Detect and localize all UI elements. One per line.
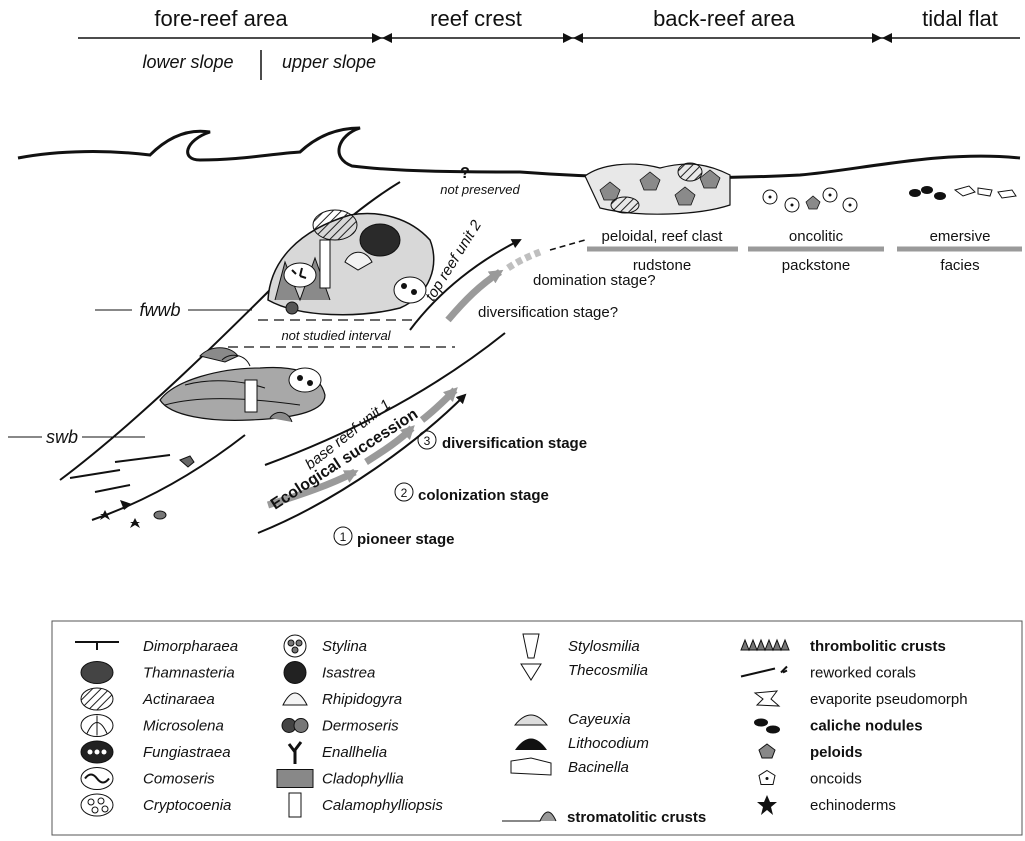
zone-tidal-flat: tidal flat: [922, 6, 998, 31]
cryptocoenia-symbol-icon: [81, 794, 113, 816]
microsolena-symbol-icon: [81, 715, 113, 737]
legend-label-actinaraea: Actinaraea: [142, 691, 215, 708]
not-studied-label: not studied interval: [281, 328, 391, 343]
legend-label-cayeuxia: Cayeuxia: [568, 711, 631, 728]
legend-item-dermoseris: Dermoseris: [282, 718, 399, 735]
legend-label-calamophylliopsis: Calamophylliopsis: [322, 797, 443, 814]
legend-label-cryptocoenia: Cryptocoenia: [143, 797, 231, 814]
legend-item-comoseris: Comoseris: [81, 768, 215, 790]
legend-item-stylina: Stylina: [284, 635, 367, 657]
zone-separator-3: [872, 33, 892, 43]
reef-base-line: [92, 435, 245, 520]
facies-2-top: oncolitic: [789, 228, 844, 245]
legend-item-cladophyllia: Cladophyllia: [277, 770, 404, 788]
legend-item-bacinella: Bacinella: [511, 758, 629, 776]
legend-label-cladophyllia: Cladophyllia: [322, 771, 404, 788]
stage-1-label: pioneer stage: [357, 531, 455, 548]
legend-item-fungiastraea: Fungiastraea: [81, 741, 231, 763]
legend-item-microsolena: Microsolena: [81, 715, 224, 737]
legend-label-peloid: peloids: [810, 744, 863, 761]
stage-2-number: 2: [401, 486, 408, 500]
fungiastraea-symbol-icon: [81, 741, 113, 763]
zone-separator-1: [372, 33, 392, 43]
actinaraea-symbol-icon: [81, 688, 113, 710]
not-preserved-label: not preserved: [440, 182, 520, 197]
zone-lower-slope: lower slope: [142, 52, 233, 72]
zone-separator-2: [563, 33, 583, 43]
diversification-stage-q-label: diversification stage?: [478, 304, 618, 321]
legend-label-fungiastraea: Fungiastraea: [143, 744, 231, 761]
not-studied-interval: not studied interval: [228, 320, 455, 347]
back-reef-rubble: [585, 163, 730, 214]
legend-item-thamnasteria: Thamnasteria: [81, 662, 235, 684]
domination-stage-label: domination stage?: [533, 272, 656, 289]
legend-label-thecosmilia: Thecosmilia: [568, 662, 648, 679]
legend-label-microsolena: Microsolena: [143, 718, 224, 735]
fwwb-label: fwwb: [139, 300, 180, 320]
zone-header: fore-reef area lower slope upper slope r…: [78, 6, 1020, 80]
facies-columns: peloidal, reef clast rudstone oncolitic …: [587, 228, 1022, 274]
legend-label-reworked: reworked corals: [810, 665, 916, 682]
legend-label-stylosmilia: Stylosmilia: [568, 638, 640, 655]
thamnasteria-symbol-icon: [81, 662, 113, 684]
legend-label-stylina: Stylina: [322, 638, 367, 655]
legend-label-echinoderm: echinoderms: [810, 797, 896, 814]
stylina-symbol-icon: [284, 635, 306, 657]
legend: DimorpharaeaThamnasteriaActinaraeaMicros…: [52, 621, 1022, 835]
stage-3-number: 3: [424, 434, 431, 448]
facies-3-top: emersive: [930, 228, 991, 245]
calamophylliopsis-symbol-icon: [289, 793, 301, 817]
legend-label-dermoseris: Dermoseris: [322, 718, 399, 735]
legend-label-dimorpharaea: Dimorpharaea: [143, 638, 238, 655]
legend-item-isastrea: Isastrea: [284, 662, 375, 684]
sea-surface-wave: [18, 128, 1020, 178]
slope-debris: [70, 455, 194, 528]
facies-1-top: peloidal, reef clast: [602, 228, 724, 245]
legend-label-bacinella: Bacinella: [568, 759, 629, 776]
reef-unit-2-body: [268, 210, 434, 315]
legend-label-lithocodium: Lithocodium: [568, 735, 649, 752]
facies-3-bottom: facies: [940, 257, 979, 274]
legend-item-actinaraea: Actinaraea: [81, 688, 215, 710]
legend-label-oncoid: oncoids: [810, 771, 862, 788]
emersive-field: [909, 186, 1016, 200]
oncoid-field: [763, 188, 857, 212]
zone-upper-slope: upper slope: [282, 52, 376, 72]
legend-label-enallhelia: Enallhelia: [322, 744, 387, 761]
legend-label-caliche: caliche nodules: [810, 718, 923, 735]
zone-back-reef: back-reef area: [653, 6, 796, 31]
zone-reef-crest: reef crest: [430, 6, 522, 31]
comoseris-symbol-icon: [81, 768, 113, 790]
legend-label-thrombolitic: thrombolitic crusts: [810, 638, 946, 655]
isastrea-symbol-icon: [284, 662, 306, 684]
legend-label-thamnasteria: Thamnasteria: [143, 665, 235, 682]
facies-1-bottom: rudstone: [633, 257, 691, 274]
legend-label-evaporite: evaporite pseudomorph: [810, 691, 968, 708]
cladophyllia-symbol-icon: [277, 770, 313, 788]
legend-item-cryptocoenia: Cryptocoenia: [81, 794, 231, 816]
reef-unit-1-body: [160, 348, 325, 422]
legend-label-isastrea: Isastrea: [322, 665, 375, 682]
legend-label-rhipidogyra: Rhipidogyra: [322, 691, 402, 708]
stage-3-label: diversification stage: [442, 435, 587, 452]
legend-label-comoseris: Comoseris: [143, 771, 215, 788]
stage-2-label: colonization stage: [418, 487, 549, 504]
facies-2-bottom: packstone: [782, 257, 850, 274]
swb-label: swb: [46, 427, 78, 447]
zone-fore-reef: fore-reef area: [154, 6, 288, 31]
legend-label-stromatolitic: stromatolitic crusts: [567, 809, 706, 826]
unknown-mark: ?: [460, 165, 470, 182]
stage-1-number: 1: [340, 530, 347, 544]
